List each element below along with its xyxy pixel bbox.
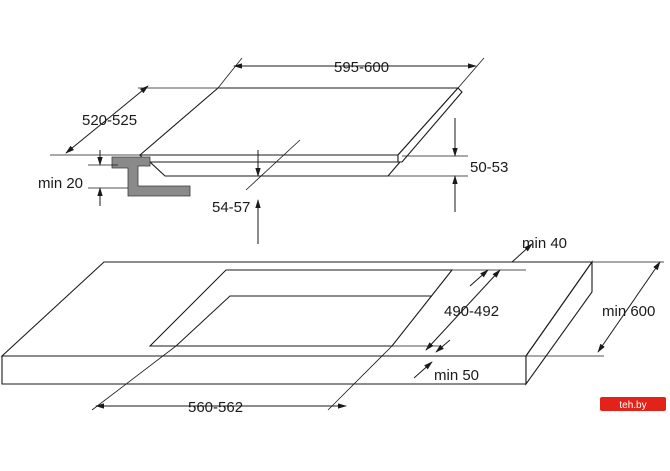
cutout-inner-edge	[175, 295, 432, 347]
hob-right-edge	[397, 87, 463, 163]
label-worktop-depth: min 600	[602, 303, 655, 320]
hob-front-edge	[138, 154, 399, 163]
dim-installed-height: 54-57	[212, 139, 301, 244]
dim-worktop-depth: min 600	[526, 261, 664, 357]
worktop-drawing	[0, 260, 594, 386]
svg-text:teh.by: teh.by	[619, 400, 646, 411]
label-hob-thickness: 50-53	[470, 159, 508, 176]
dim-hob-depth: 520-525	[50, 85, 218, 156]
hob-drawing	[111, 87, 463, 197]
label-front-margin: min 50	[434, 367, 479, 384]
watermark-logo: teh.by	[600, 397, 666, 411]
worktop-right-face	[525, 260, 593, 386]
dim-clearance-below: min 20	[38, 150, 128, 206]
hob-body	[148, 161, 402, 177]
label-hob-depth: 520-525	[82, 112, 137, 129]
dim-hob-thickness: 50-53	[388, 118, 508, 212]
dim-cutout-depth: 490-492	[392, 269, 501, 351]
label-hob-width: 595-600	[334, 59, 389, 76]
label-installed-height: 54-57	[212, 199, 250, 216]
mounting-bracket	[111, 156, 191, 197]
label-back-margin: min 40	[522, 235, 567, 252]
dim-front-margin: min 50	[413, 339, 479, 384]
dim-cutout-width: 560-562	[91, 345, 393, 416]
label-cutout-width: 560-562	[188, 399, 243, 416]
dim-hob-width: 595-600	[217, 57, 485, 89]
label-clearance-below: min 20	[38, 175, 83, 192]
label-cutout-depth: 490-492	[444, 303, 499, 320]
